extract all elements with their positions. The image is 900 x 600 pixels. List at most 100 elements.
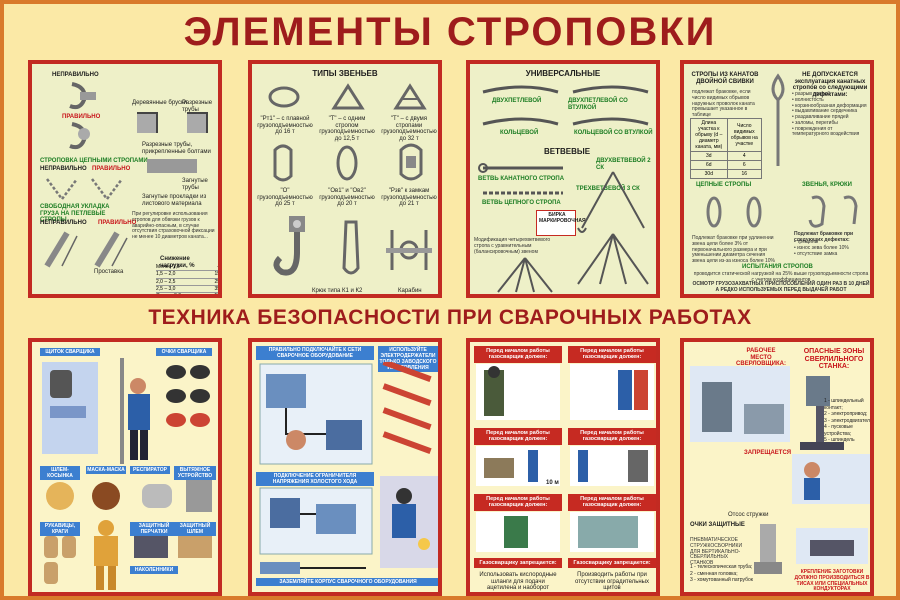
label-two-loop-sleeve: ДВУХПЕТЛЕВОЙ СО ВТУЛКОЙ bbox=[568, 98, 628, 111]
forbid-text-2: Производить работы при отсутствии огради… bbox=[575, 572, 649, 592]
angle-cell: 2,5 – 3,0 bbox=[156, 285, 176, 292]
table-cell: 30d bbox=[690, 169, 728, 179]
panel-slinging-rules: НЕПРАВИЛЬНО ПРАВИЛЬНО СТРОПОВКА ЦЕПНЫМИ … bbox=[28, 60, 222, 298]
collector-part-item: 1 - телескопическая труба; bbox=[690, 564, 753, 570]
helmet-header: ШЛЕМ-КОСЫНКА bbox=[40, 466, 80, 480]
label-carabiner: Карабин bbox=[398, 288, 422, 294]
gas-welder-step6-illustration bbox=[570, 512, 654, 552]
label-wrong-2: НЕПРАВИЛЬНО bbox=[40, 166, 87, 172]
angle-cell: Свыше 3,0 bbox=[156, 293, 181, 298]
table-header-breaks: Число видимых обрывов на участке bbox=[726, 118, 763, 152]
angle-table-header: Снижение нагрузки, % bbox=[160, 256, 195, 269]
label-two-loop: ДВУХПЕТЛЕВОЙ bbox=[492, 98, 542, 104]
label-chain-slinging: СТРОПОВКА ЦЕПНЫМИ СТРОПАМИ bbox=[40, 158, 148, 164]
label-link-rzv: "Рзв" к замкам грузоподъемностью до 21 т bbox=[381, 188, 437, 208]
poster-subtitle: ТЕХНИКА БЕЗОПАСНОСТИ ПРИ СВАРОЧНЫХ РАБОТ… bbox=[148, 306, 752, 329]
table-cell: 3d bbox=[690, 151, 728, 161]
universal-heading: УНИВЕРСАЛЬНЫЕ bbox=[525, 69, 601, 78]
load-cell: 35 bbox=[214, 285, 220, 292]
danger-zone-item: 3 - электродвигатель; bbox=[824, 417, 874, 424]
goggles-illustration bbox=[166, 365, 210, 427]
table-header-length: Длина участка к обрыву (d – диаметр кана… bbox=[690, 118, 728, 152]
chip-suction-label: Отсос стружки bbox=[728, 512, 769, 518]
label-pads: Загнутые прокладки из листового материал… bbox=[142, 194, 207, 207]
label-right-2: ПРАВИЛЬНО bbox=[92, 166, 131, 172]
shield-header: ЩИТОК СВАРЩИКА bbox=[40, 348, 100, 356]
panel-rope-slings: СТРОПЫ ИЗ КАНАТОВ ДВОЙНОЙ СВИВКИ подлежа… bbox=[680, 60, 874, 298]
gas-welder-step4-illustration bbox=[570, 446, 654, 486]
multi-leg-slings-illustration bbox=[577, 171, 649, 285]
universal-slings-illustration bbox=[482, 85, 649, 126]
before-header-6: Перед началом работы газосварщик должен: bbox=[568, 494, 656, 511]
welder-shield-illustration bbox=[42, 362, 98, 454]
before-header-5: Перед началом работы газосварщик должен: bbox=[474, 494, 562, 511]
rope-defects-list: • разрыв прядей• волнистость• корзинообр… bbox=[792, 91, 867, 138]
angle-cell: 1,5 – 2,0 bbox=[156, 271, 176, 278]
danger-zone-item: 2 - электропривод; bbox=[824, 411, 868, 417]
goggles-label: ОЧКИ ЗАЩИТНЫЕ bbox=[690, 522, 745, 528]
panel-link-types: ТИПЫ ЗВЕНЬЕВ "Рт1" – с плавной грузоподъ… bbox=[248, 60, 442, 298]
hook-right-illustration bbox=[69, 122, 90, 150]
branched-heading: ВЕТВЕВЫЕ bbox=[544, 147, 591, 156]
label-right-1: ПРАВИЛЬНО bbox=[62, 114, 101, 120]
label-bent-pipe: Загнутые трубы bbox=[182, 178, 208, 191]
forbid-header-2: Газосварщику запрещается: bbox=[568, 558, 656, 569]
label-three-leg: ТРЕХВЕТВЕВОЙ 3 СК bbox=[576, 186, 640, 192]
rope-branch-illustration bbox=[478, 163, 563, 173]
link-t2-icon bbox=[393, 83, 427, 110]
label-pipes: Разрезные трубы bbox=[182, 100, 213, 113]
pneumatic-note: ПНЕВМАТИЧЕСКОЕ СТРУЖКОСБОРНИКИ ДЛЯ ВЕРТИ… bbox=[690, 537, 743, 566]
hook-icon bbox=[273, 216, 305, 276]
link-rt1-icon bbox=[268, 86, 300, 108]
danger-zone-item: 1 - шпиндельный контакт; bbox=[824, 398, 864, 411]
rope-slings-note: подлежат браковке, если число видимых об… bbox=[692, 89, 755, 118]
label-not-allowed: НЕ ДОПУСКАЕТСЯ эксплуатация канатных стр… bbox=[792, 72, 868, 98]
chain-links-illustration bbox=[706, 195, 858, 228]
label-chain-slings: ЦЕПНЫЕ СТРОПЫ bbox=[696, 182, 752, 188]
gas-welder-step2-illustration bbox=[570, 364, 654, 420]
collector-part-item: 2 - сменная головка; bbox=[690, 570, 738, 577]
before-header-4: Перед началом работы газосварщик должен: bbox=[568, 428, 656, 445]
panel-sling-types: УНИВЕРСАЛЬНЫЕ ДВУХПЕТЛЕВОЙ ДВУХПЕТЛЕВОЙ … bbox=[466, 60, 660, 298]
hook-defects-list: • трещины• износ зева более 10%• отсутст… bbox=[794, 239, 849, 257]
label-ring-sleeve: КОЛЬЦЕВОЙ СО ВТУЛКОЙ bbox=[574, 130, 653, 136]
table-cell: 16 bbox=[726, 169, 763, 179]
respirator-header: РЕСПИРАТОР bbox=[130, 466, 170, 474]
load-cell: 50 bbox=[214, 293, 220, 298]
gas-welder-step5-illustration bbox=[476, 512, 560, 552]
angle-table-row: Свыше 3,0 50 bbox=[156, 293, 220, 298]
hook-note: Подлежат браковке при следующих дефектах… bbox=[794, 231, 854, 243]
drill-machine-illustration bbox=[800, 376, 844, 450]
tests-note: проводится статической нагрузкой на 25% … bbox=[693, 271, 869, 283]
panel-welder-ppe: ЩИТОК СВАРЩИКА ОЧКИ СВАРЩИКА ШЛЕМ-КОСЫНК… bbox=[28, 338, 222, 596]
vent-header: ВЫТЯЖНОЕ УСТРОЙСТВО bbox=[174, 466, 216, 480]
welder-suit-illustration bbox=[94, 520, 118, 590]
poster-title: ЭЛЕМЕНТЫ СТРОПОВКИ bbox=[183, 10, 717, 54]
label-link-o: "О" грузоподъемностью до 25 т bbox=[257, 188, 313, 208]
label-right-3: ПРАВИЛЬНО bbox=[98, 220, 137, 226]
link-rzv-icon bbox=[399, 143, 423, 181]
forbidden-label: ЗАПРЕЩАЕТСЯ bbox=[744, 450, 792, 456]
grounding-illustration bbox=[260, 562, 366, 574]
load-cell: – bbox=[217, 264, 220, 270]
mask-header: МАСКА-МАСКА bbox=[86, 466, 126, 474]
gloves-illustration bbox=[44, 536, 76, 584]
label-free-laying: СВОБОДНАЯ УКЛАДКА ГРУЗА НА ПЕТЛЕВЫЕ СТРО… bbox=[40, 204, 110, 224]
danger-zone-item: 4 - пусковые устройства; bbox=[824, 424, 853, 437]
marking-tag: БИРКА МАРКИРОВОЧНАЯ bbox=[536, 210, 586, 236]
label-beams: Деревянные бруски bbox=[132, 100, 188, 106]
label-link-t1: "Т" – с одним стропом грузоподъемностью … bbox=[319, 116, 375, 142]
angle-table-row: Менее 1,5– bbox=[156, 264, 220, 272]
link-t1-icon bbox=[331, 83, 365, 110]
four-leg-illustration bbox=[497, 257, 553, 293]
angle-cell: 2,0 – 2,5 bbox=[156, 278, 176, 285]
panel-drilling: РАБОЧЕЕ МЕСТО СВЕРЛОВЩИКА: ОПАСНЫЕ ЗОНЫ … bbox=[680, 338, 874, 596]
electrode-holders-illustration bbox=[382, 362, 432, 455]
shackle-icon bbox=[342, 220, 360, 275]
inspection-note: ОСМОТР ГРУЗОЗАХВАТНЫХ ПРИСПОСОБЛЕНИЙ ОДИ… bbox=[692, 281, 870, 293]
